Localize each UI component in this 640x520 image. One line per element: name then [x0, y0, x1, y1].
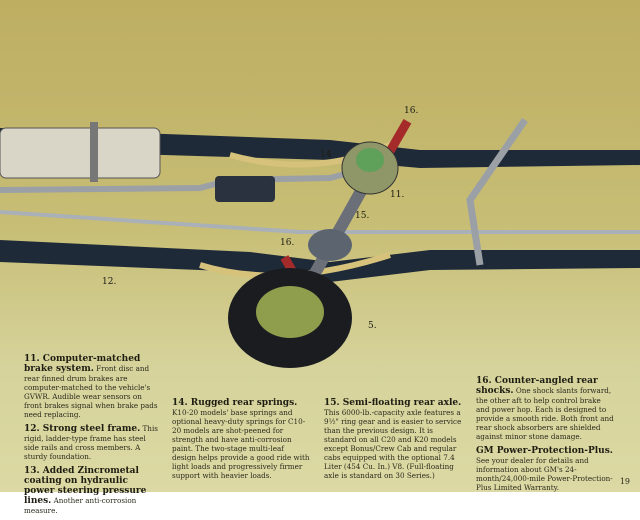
feature-13: 13. Added Zincrometal coating on hydraul… — [24, 466, 147, 516]
tank-strap — [90, 122, 98, 182]
wheel-rim — [256, 286, 324, 338]
text-column-1: 11. Computer-matched brake system. Front… — [24, 354, 160, 520]
chassis-illustration — [0, 118, 640, 368]
brake-line — [0, 210, 640, 234]
callout-5: 5. — [368, 321, 377, 331]
callout-12: 12. — [102, 277, 117, 287]
callout-11: 11. — [390, 190, 405, 200]
callout-15: 15. — [355, 211, 370, 221]
warranty-note: GM Power-Protection-Plus. See your deale… — [476, 446, 613, 493]
text-column-3: 15. Semi-floating rear axle. This 6000-l… — [324, 398, 462, 485]
callout-16: 16. — [404, 106, 419, 116]
text-column-2: 14. Rugged rear springs. K10-20 models' … — [172, 398, 310, 485]
callout-14: 14 — [320, 150, 332, 160]
feature-12: 12. Strong steel frame. This rigid, ladd… — [24, 424, 158, 461]
tailpipe — [466, 118, 528, 266]
hub — [356, 148, 384, 172]
muffler — [215, 176, 275, 202]
text-column-4: 16. Counter-angled rear shocks. One shoc… — [476, 376, 616, 497]
page-number: 19 — [619, 477, 630, 486]
feature-14: 14. Rugged rear springs. K10-20 models' … — [172, 398, 310, 481]
feature-11: 11. Computer-matched brake system. Front… — [24, 354, 158, 420]
fuel-tank — [0, 127, 161, 179]
differential — [308, 229, 352, 261]
callout-16-lower: 16. — [280, 238, 295, 248]
feature-15: 15. Semi-floating rear axle. This 6000-l… — [324, 398, 462, 481]
feature-16: 16. Counter-angled rear shocks. One shoc… — [476, 376, 614, 442]
